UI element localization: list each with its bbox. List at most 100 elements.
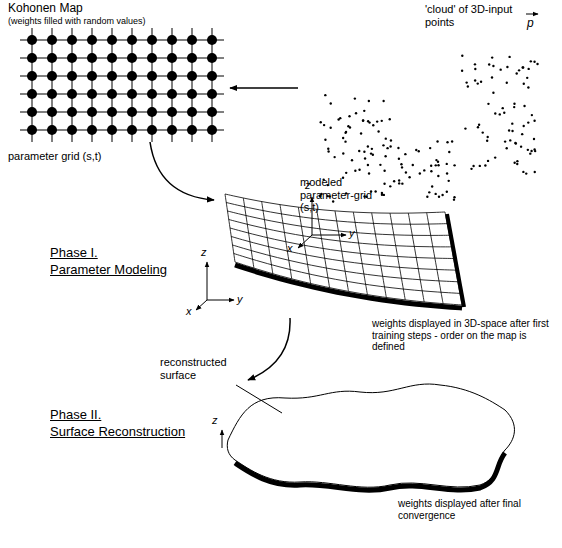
input-point: [446, 163, 448, 165]
input-point: [382, 100, 384, 102]
neuron-dot: [147, 89, 157, 99]
input-point: [408, 176, 410, 178]
input-point: [405, 171, 407, 173]
input-point: [371, 148, 373, 150]
input-point: [345, 131, 347, 133]
axis-label: y: [349, 227, 355, 240]
neuron-dot: [147, 107, 157, 117]
annotation: reconstructed surface: [160, 356, 238, 381]
input-point: [492, 65, 494, 67]
neuron-dot: [47, 71, 57, 81]
neuron-dot: [47, 107, 57, 117]
input-point: [484, 164, 486, 166]
input-point: [465, 81, 467, 83]
input-point: [488, 63, 490, 65]
input-point: [446, 190, 448, 192]
input-point: [324, 139, 326, 141]
grid-line: [72, 28, 73, 142]
input-point: [337, 118, 339, 120]
neuron-dot: [207, 125, 217, 135]
input-point: [525, 172, 527, 174]
input-point: [412, 164, 414, 166]
neuron-dot: [147, 71, 157, 81]
neuron-dot: [167, 71, 177, 81]
grid-line: [212, 28, 213, 142]
neuron-dot: [67, 107, 77, 117]
input-point: [430, 170, 432, 172]
input-point: [398, 158, 400, 160]
input-point: [367, 120, 369, 122]
neuron-dot: [147, 125, 157, 135]
input-point: [511, 130, 513, 132]
surface-edge: [235, 265, 462, 308]
neuron-dot: [167, 107, 177, 117]
input-point: [374, 190, 376, 192]
neuron-dot: [67, 71, 77, 81]
input-point: [381, 120, 383, 122]
input-point: [482, 131, 484, 133]
input-point: [480, 81, 482, 83]
input-point: [453, 198, 455, 200]
input-point: [531, 114, 533, 116]
neuron-dot: [47, 125, 57, 135]
input-point: [327, 148, 329, 150]
neuron-dot: [87, 35, 97, 45]
neuron-dot: [187, 71, 197, 81]
input-point: [511, 122, 513, 124]
neuron-dot: [187, 107, 197, 117]
input-point: [372, 154, 374, 156]
neuron-dot: [167, 35, 177, 45]
neuron-dot: [127, 107, 137, 117]
neuron-dot: [147, 53, 157, 63]
annotation: weights displayed after final convergenc…: [398, 498, 530, 521]
input-point: [523, 125, 525, 127]
input-point: [515, 72, 517, 74]
grid-line: [112, 28, 113, 142]
input-point: [372, 124, 374, 126]
input-point: [441, 194, 443, 196]
neuron-dot: [87, 71, 97, 81]
input-point: [492, 92, 494, 94]
input-point: [397, 147, 399, 149]
input-point: [362, 119, 364, 121]
input-point: [474, 79, 476, 81]
modeled-grid: [225, 194, 464, 308]
annotation: modeled parameter-grid (s,t): [300, 176, 392, 214]
input-point: [377, 130, 379, 132]
input-point: [393, 180, 395, 182]
neuron-dot: [207, 53, 217, 63]
input-point: [461, 70, 463, 72]
input-point: [527, 149, 529, 151]
axis-label: p: [527, 17, 534, 31]
input-point: [327, 150, 329, 152]
axis-label: x: [287, 242, 293, 255]
axis-label: z: [201, 246, 207, 259]
input-point: [478, 124, 480, 126]
neuron-dot: [27, 125, 37, 135]
axis-label: x: [186, 305, 192, 318]
mesh-line: [226, 203, 447, 225]
input-point: [362, 119, 364, 121]
neuron-dot: [27, 53, 37, 63]
input-point: [360, 132, 362, 134]
input-point: [381, 194, 383, 196]
neuron-dot: [167, 125, 177, 135]
neuron-dot: [107, 89, 117, 99]
neuron-dot: [107, 107, 117, 117]
input-point: [401, 182, 403, 184]
grid-line: [52, 28, 53, 142]
input-point: [354, 170, 356, 172]
input-point: [509, 139, 511, 141]
input-point: [333, 156, 335, 158]
grid-line: [32, 28, 33, 142]
neuron-dot: [167, 53, 177, 63]
input-point: [419, 172, 421, 174]
input-point: [515, 142, 517, 144]
annotation: weights displayed in 3D-space after firs…: [372, 318, 550, 353]
neuron-dot: [127, 35, 137, 45]
input-point: [530, 150, 532, 152]
input-point: [514, 142, 516, 144]
input-point: [385, 137, 387, 139]
input-point: [508, 129, 510, 131]
input-point: [390, 139, 392, 141]
